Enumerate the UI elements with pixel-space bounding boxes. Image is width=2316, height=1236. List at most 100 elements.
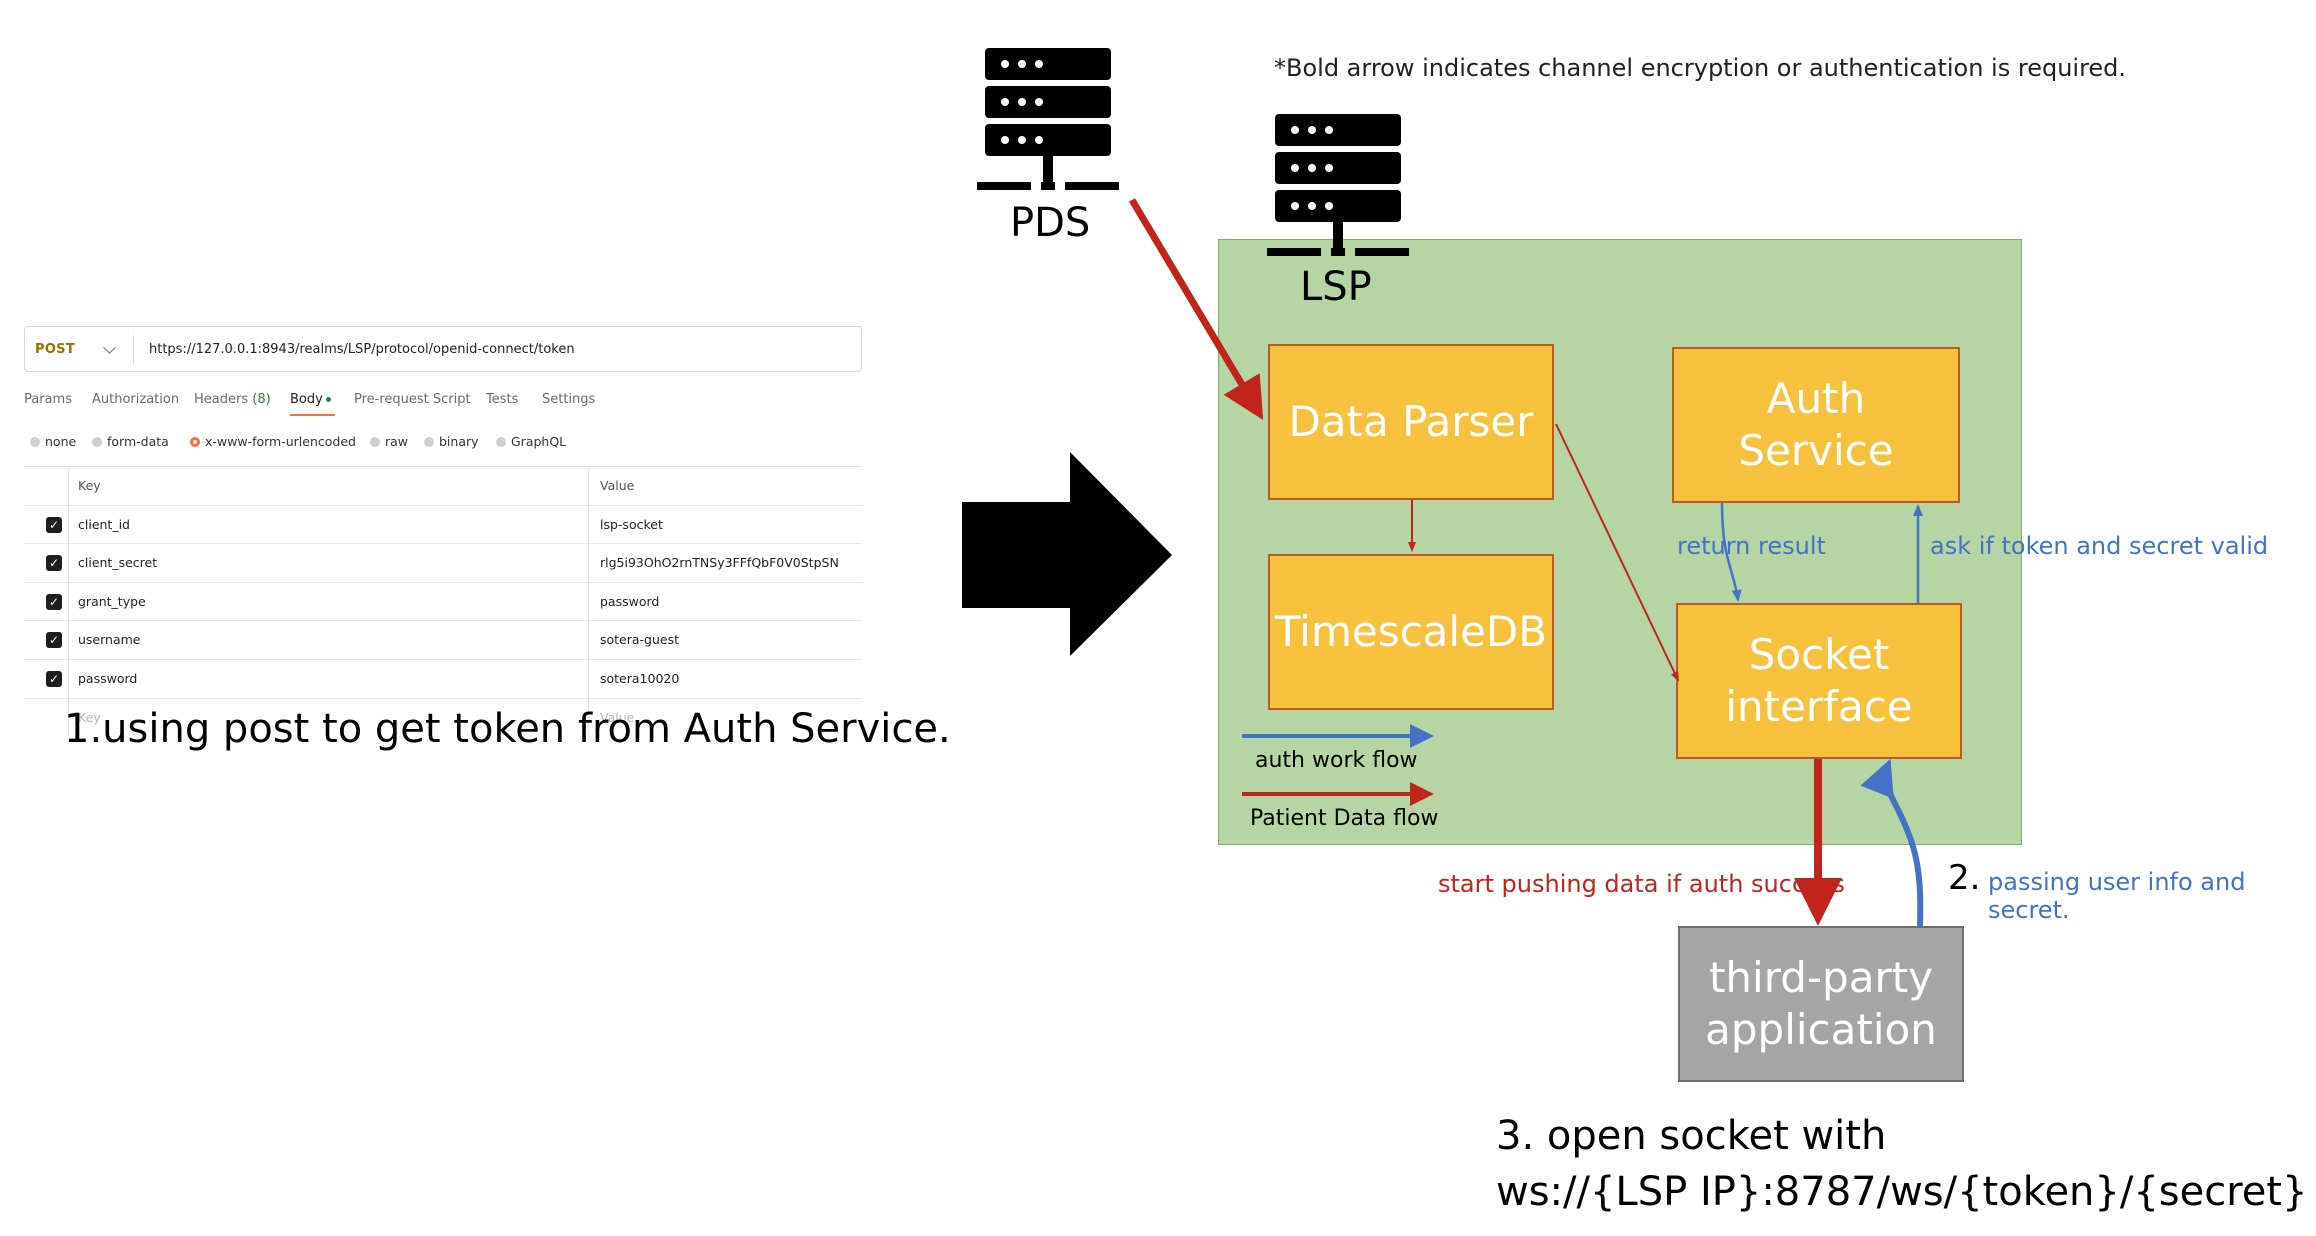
row-key[interactable]: grant_type — [78, 593, 146, 609]
tab-label: Params — [24, 392, 72, 407]
checkbox-column: ✓ — [24, 505, 69, 544]
column-divider — [588, 659, 589, 698]
tab-label: Pre-request Script — [354, 392, 471, 407]
table-row: ✓ client_id lsp-socket — [24, 505, 862, 545]
value-placeholder[interactable]: Value — [600, 709, 635, 725]
checkbox-column: ✓ — [24, 582, 69, 621]
row-key[interactable]: password — [78, 670, 138, 686]
tab-authorization[interactable]: Authorization — [92, 392, 179, 407]
tab-body[interactable]: Body — [290, 392, 335, 416]
data-parser-box: Data Parser — [1268, 344, 1554, 500]
row-value[interactable]: sotera10020 — [600, 670, 680, 686]
column-divider — [588, 505, 589, 544]
radio-label: x-www-form-urlencoded — [205, 434, 356, 449]
radio-raw[interactable]: raw — [370, 434, 408, 449]
radio-label: GraphQL — [511, 434, 567, 449]
checkbox-column — [24, 698, 69, 737]
postman-request-panel: POST https://127.0.0.1:8943/realms/LSP/p… — [24, 326, 864, 737]
tab-label: Settings — [542, 392, 596, 407]
radio-circle-icon — [496, 437, 506, 447]
table-header-row: Key Value — [24, 467, 862, 506]
key-placeholder[interactable]: Key — [78, 709, 101, 725]
checkbox-checked-icon[interactable]: ✓ — [46, 516, 62, 533]
lsp-label: LSP — [1300, 264, 1372, 310]
table-row: ✓ password sotera10020 — [24, 659, 862, 699]
radio-circle-icon — [30, 437, 40, 447]
tab-pre-request-script[interactable]: Pre-request Script — [354, 392, 471, 407]
tab-params[interactable]: Params — [24, 392, 72, 407]
row-key[interactable]: client_secret — [78, 555, 158, 571]
radio-graphql[interactable]: GraphQL — [496, 434, 566, 449]
row-key[interactable]: client_id — [78, 516, 130, 532]
radio-none[interactable]: none — [30, 434, 76, 449]
tab-label: Tests — [486, 392, 519, 407]
radio-circle-icon — [92, 437, 102, 447]
tab-label: Headers — [194, 392, 249, 407]
auth-service-label-line1: Auth — [1766, 373, 1866, 423]
third-party-application-box: third-party application — [1678, 926, 1964, 1082]
timescaledb-label: TimescaleDB — [1274, 606, 1548, 656]
tab-label: Authorization — [92, 392, 180, 407]
return-result-arrow — [1720, 502, 1742, 602]
headers-count-badge: (8) — [252, 392, 271, 407]
step-3-line1: 3. open socket with — [1496, 1113, 1887, 1159]
url-input[interactable]: https://127.0.0.1:8943/realms/LSP/protoc… — [149, 342, 575, 357]
radio-circle-icon — [370, 437, 380, 447]
tab-tests[interactable]: Tests — [486, 392, 518, 407]
row-value[interactable]: rlg5i93OhO2rnTNSy3FFfQbF0V0StpSN — [600, 555, 839, 571]
tab-headers[interactable]: Headers (8) — [194, 392, 271, 407]
checkbox-checked-icon[interactable]: ✓ — [46, 670, 62, 687]
lsp-server-icon — [1267, 114, 1409, 256]
start-pushing-label: start pushing data if auth success — [1438, 870, 1845, 898]
row-value[interactable]: lsp-socket — [600, 516, 663, 532]
column-divider — [588, 544, 589, 582]
table-row: ✓ client_secret rlg5i93OhO2rnTNSy3FFfQbF… — [24, 544, 862, 583]
third-party-label-line2: application — [1705, 1005, 1937, 1054]
row-value[interactable]: sotera-guest — [600, 632, 680, 648]
checkbox-column: ✓ — [24, 659, 69, 698]
pass-user-info-arrow — [1860, 758, 1924, 927]
checkbox-checked-icon[interactable]: ✓ — [46, 632, 62, 649]
pds-label: PDS — [1010, 200, 1091, 246]
checkbox-checked-icon[interactable]: ✓ — [46, 593, 62, 610]
parser-to-socket-arrow — [1555, 423, 1679, 682]
column-divider — [588, 582, 589, 621]
column-divider — [588, 467, 589, 505]
url-divider — [133, 335, 134, 365]
radio-selected-icon — [190, 437, 200, 447]
body-active-dot-icon — [325, 397, 331, 402]
legend-auth-label: auth work flow — [1255, 748, 1418, 773]
socket-interface-box: Socket interface — [1676, 603, 1962, 759]
step-2-number: 2. — [1948, 858, 1981, 898]
socket-interface-label-line1: Socket — [1748, 629, 1890, 679]
column-header-key: Key — [78, 478, 101, 493]
radio-form-data[interactable]: form-data — [92, 434, 169, 449]
radio-x-www-form-urlencoded[interactable]: x-www-form-urlencoded — [190, 434, 356, 449]
checkbox-column — [24, 467, 69, 505]
column-divider — [588, 621, 589, 659]
row-key[interactable]: username — [78, 632, 141, 648]
step-2-caption: passing user info and secret. — [1988, 868, 2246, 924]
third-party-label-line1: third-party — [1708, 952, 1934, 1002]
radio-binary[interactable]: binary — [424, 434, 479, 449]
checkbox-column: ✓ — [24, 621, 69, 659]
column-header-value: Value — [600, 478, 635, 493]
step-1-caption: 1.using post to get token from Auth Serv… — [64, 706, 951, 752]
radio-label: binary — [439, 434, 479, 449]
radio-label: form-data — [107, 434, 169, 449]
pds-server-icon — [977, 48, 1119, 190]
tab-label: Body — [290, 392, 323, 407]
pds-to-parser-arrow — [1128, 198, 1264, 421]
timescaledb-box: TimescaleDB — [1268, 554, 1554, 710]
row-value[interactable]: password — [600, 593, 660, 609]
http-method-select[interactable]: POST — [35, 342, 76, 357]
legend-note: *Bold arrow indicates channel encryption… — [1274, 54, 2127, 82]
request-url-bar: POST https://127.0.0.1:8943/realms/LSP/p… — [24, 326, 862, 372]
checkbox-checked-icon[interactable]: ✓ — [46, 555, 62, 572]
socket-interface-label-line2: interface — [1725, 682, 1913, 731]
legend-patient-label: Patient Data flow — [1250, 806, 1439, 831]
tab-settings[interactable]: Settings — [542, 392, 595, 407]
step-3-line2: ws://{LSP IP}:8787/ws/{token}/{secret} — [1496, 1169, 2308, 1215]
auth-service-box: Auth Service — [1672, 347, 1960, 503]
